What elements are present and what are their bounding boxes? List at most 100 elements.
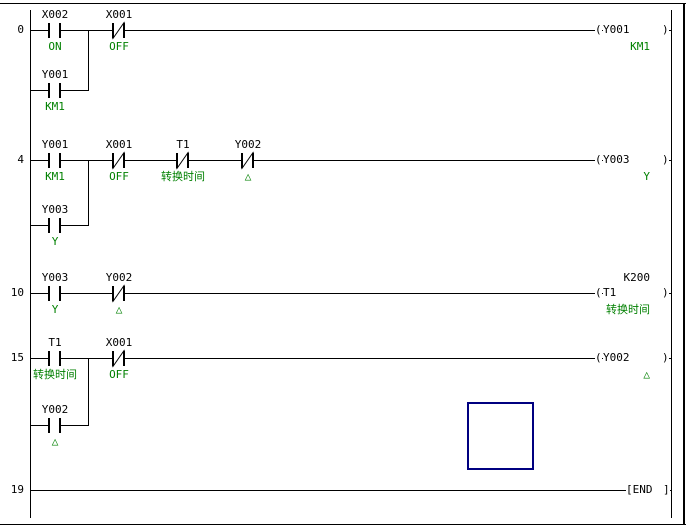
- contact-bar-left: [112, 153, 114, 168]
- rung-10-wire: [30, 293, 672, 294]
- coil-open-paren: (: [595, 286, 602, 300]
- branch-connector: [88, 30, 89, 91]
- contact-bar-right: [59, 418, 61, 433]
- rung-4-step-number: 4: [17, 153, 24, 166]
- coil-comment: Y: [643, 170, 650, 183]
- coil-comment: △: [643, 368, 650, 381]
- device-label: X001: [105, 138, 133, 151]
- device-comment: OFF: [109, 40, 129, 53]
- contact-y001-no[interactable]: [48, 83, 61, 98]
- contact-y001-no[interactable]: [48, 153, 61, 168]
- rung-19-wire: [30, 490, 672, 491]
- contact-y002-nc[interactable]: [241, 151, 254, 170]
- device-comment: △: [51, 435, 59, 448]
- contact-bar-left: [48, 351, 50, 366]
- contact-bar-left: [48, 218, 50, 233]
- contact-bar-right: [59, 83, 61, 98]
- coil-y002[interactable]: Y002: [603, 351, 662, 365]
- contact-bar-left: [112, 351, 114, 366]
- branch-connector: [88, 160, 89, 226]
- device-comment: 转换时间: [33, 368, 77, 381]
- contact-bar-right: [187, 153, 189, 168]
- end-instruction[interactable]: [END: [626, 483, 663, 497]
- left-power-rail: [30, 10, 31, 518]
- device-comment: KM1: [45, 170, 65, 183]
- coil-close-paren: ): [662, 286, 669, 300]
- coil-y003[interactable]: Y003: [603, 153, 662, 167]
- contact-bar-left: [48, 23, 50, 38]
- end-close-bracket: ]: [663, 483, 670, 497]
- device-label: X001: [105, 336, 133, 349]
- branch-connector: [88, 358, 89, 426]
- device-label: X001: [105, 8, 133, 21]
- selection-cursor[interactable]: [467, 402, 534, 470]
- contact-x001-nc[interactable]: [112, 349, 125, 368]
- device-comment: 转换时间: [161, 170, 205, 183]
- contact-y003-no[interactable]: [48, 286, 61, 301]
- device-comment: Y: [51, 235, 59, 248]
- frame-top-border: [0, 3, 686, 4]
- rung-4-wire: [30, 160, 672, 161]
- coil-y001[interactable]: Y001: [603, 23, 662, 37]
- rung-19-step-number: 19: [10, 483, 24, 496]
- coil-comment: 转换时间: [606, 303, 650, 316]
- contact-bar-left: [48, 286, 50, 301]
- contact-bar-right: [123, 153, 125, 168]
- contact-bar-right: [123, 286, 125, 301]
- rung-15-step-number: 15: [10, 351, 24, 364]
- coil-t1[interactable]: T1: [603, 286, 662, 300]
- contact-x001-nc[interactable]: [112, 21, 125, 40]
- contact-bar-left: [176, 153, 178, 168]
- device-label: Y002: [41, 403, 69, 416]
- contact-bar-right: [59, 23, 61, 38]
- device-label: T1: [176, 138, 190, 151]
- device-comment: △: [244, 170, 252, 183]
- right-power-rail: [671, 10, 672, 518]
- contact-bar-right: [59, 218, 61, 233]
- contact-bar-left: [241, 153, 243, 168]
- coil-close-paren: ): [662, 23, 669, 37]
- contact-t1-no[interactable]: [48, 351, 61, 366]
- device-comment: OFF: [109, 170, 129, 183]
- timer-constant: K200: [623, 271, 651, 284]
- device-label: Y003: [41, 203, 69, 216]
- device-label: Y002: [105, 271, 133, 284]
- device-comment: Y: [51, 303, 59, 316]
- device-comment: OFF: [109, 368, 129, 381]
- contact-x002-no[interactable]: [48, 23, 61, 38]
- coil-close-paren: ): [662, 153, 669, 167]
- device-comment: KM1: [45, 100, 65, 113]
- device-label: Y001: [41, 138, 69, 151]
- contact-bar-right: [59, 351, 61, 366]
- device-label: T1: [48, 336, 62, 349]
- contact-y002-nc[interactable]: [112, 284, 125, 303]
- coil-open-paren: (: [595, 351, 602, 365]
- rung-10-step-number: 10: [10, 286, 24, 299]
- contact-bar-left: [112, 23, 114, 38]
- contact-y002-no[interactable]: [48, 418, 61, 433]
- contact-bar-left: [112, 286, 114, 301]
- coil-open-paren: (: [595, 153, 602, 167]
- contact-bar-left: [48, 418, 50, 433]
- contact-bar-right: [123, 23, 125, 38]
- contact-bar-right: [252, 153, 254, 168]
- device-comment: ON: [48, 40, 62, 53]
- coil-comment: KM1: [630, 40, 650, 53]
- coil-close-paren: ): [662, 351, 669, 365]
- rung-15-wire: [30, 358, 672, 359]
- coil-open-paren: (: [595, 23, 602, 37]
- device-comment: △: [115, 303, 123, 316]
- rung-0-wire: [30, 30, 672, 31]
- device-label: X002: [41, 8, 69, 21]
- contact-bar-left: [48, 153, 50, 168]
- device-label: Y003: [41, 271, 69, 284]
- contact-y003-no[interactable]: [48, 218, 61, 233]
- frame-bottom-border: [0, 524, 686, 525]
- contact-bar-left: [48, 83, 50, 98]
- contact-bar-right: [59, 286, 61, 301]
- contact-t1-nc[interactable]: [176, 151, 189, 170]
- contact-bar-right: [123, 351, 125, 366]
- device-label: Y001: [41, 68, 69, 81]
- contact-x001-nc[interactable]: [112, 151, 125, 170]
